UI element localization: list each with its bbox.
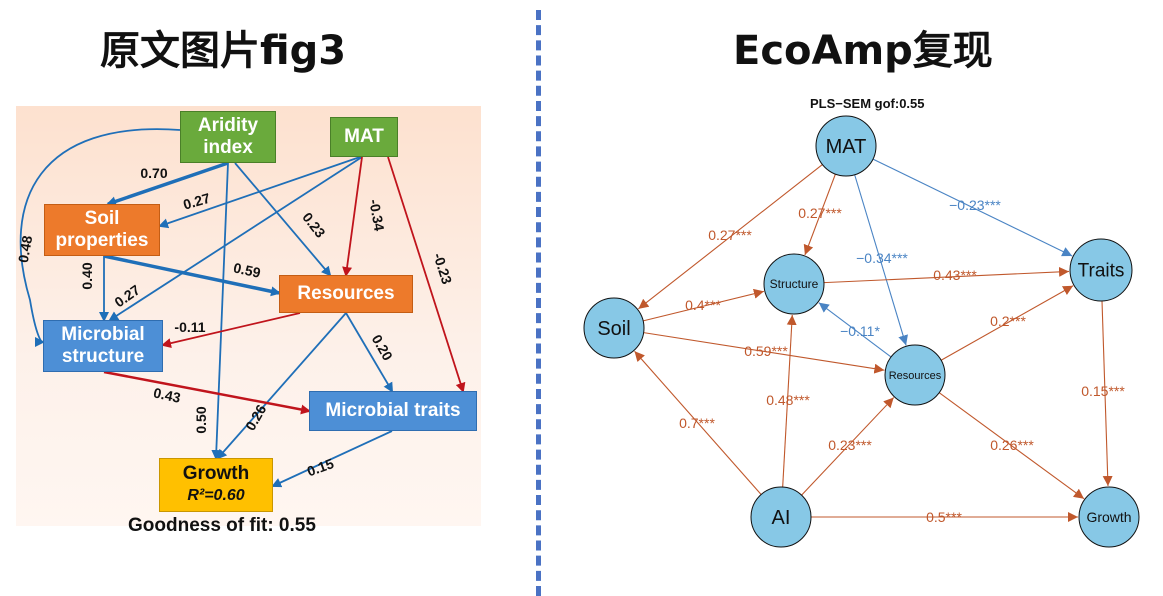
edge-label-mat-resources: -0.34	[366, 198, 387, 232]
node-label-growth: Growth	[1086, 509, 1131, 525]
edge-label-mat-micro_struct: 0.27	[111, 281, 143, 310]
original-figure-edges: 0.70 0.48 0.23 0.50 0.27 0.27 -0.34 -0.23 0.40 0.…	[15, 128, 466, 488]
edge-label-soil-resources: 0.59	[232, 259, 262, 280]
edge-label-traits-growth: 0.15***	[1081, 383, 1125, 399]
node-structure	[763, 253, 825, 315]
edge-label-mat-soil: 0.27***	[708, 227, 752, 243]
edge-micro_traits-growth	[271, 430, 393, 488]
edge-label-aridity-resources: 0.23	[299, 209, 329, 240]
edge-label-ai-structure: 0.48***	[766, 392, 810, 408]
edge-aridity-soil	[106, 161, 229, 207]
edge-label-micro_traits-growth: 0.15	[305, 455, 336, 479]
edge-mat-traits	[872, 158, 1073, 257]
edge-resources-micro_struct	[161, 312, 301, 349]
edge-label-ai-soil: 0.7***	[679, 415, 715, 431]
edge-mat-structure	[803, 173, 836, 256]
node-growth: Growth R²=0.60	[159, 458, 273, 512]
edge-mat-resources	[854, 174, 908, 346]
node-soil	[583, 297, 645, 359]
original-figure-background	[16, 106, 481, 526]
node-label: MAT	[344, 126, 384, 147]
edge-soil-resources	[103, 254, 281, 297]
edge-ai-soil	[634, 350, 762, 495]
node-microbial-traits: Microbial traits	[309, 391, 477, 431]
edge-soil-structure	[643, 288, 765, 322]
node-traits	[1069, 238, 1133, 302]
edge-resources-micro_traits	[345, 312, 394, 393]
node-mat: MAT	[330, 117, 398, 157]
edge-label-soil-resources: 0.59***	[744, 343, 788, 359]
edge-label-resources-growth: 0.26	[242, 402, 270, 434]
edge-mat-resources	[342, 156, 363, 277]
edge-label-soil-micro_struct: 0.40	[79, 262, 95, 289]
pls-sem-title: PLS−SEM gof:0.55	[810, 96, 925, 111]
node-resources: Resources	[279, 275, 413, 313]
edge-label-resources-structure: −0.11*	[840, 323, 880, 339]
edge-aridity-resources	[234, 162, 332, 277]
node-soil-properties: Soil properties	[44, 204, 160, 256]
edge-resources-growth	[938, 392, 1085, 500]
edge-label-resources-micro_struct: -0.11	[174, 319, 205, 335]
edge-label-ai-growth: 0.5***	[926, 509, 962, 525]
edge-structure-traits	[823, 266, 1070, 284]
edge-label-soil-structure: 0.4***	[685, 297, 721, 313]
left-title: 原文图片fig3	[100, 28, 347, 74]
edge-aridity-growth	[211, 162, 229, 460]
node-ai	[750, 486, 812, 548]
edge-label-mat-traits: −0.23***	[949, 197, 1001, 213]
edge-soil-resources	[643, 332, 885, 374]
node-mat	[815, 115, 877, 177]
edge-label-ai-resources: 0.23***	[828, 437, 872, 453]
edge-label-aridity-growth: 0.50	[193, 406, 209, 433]
edge-mat-micro_struct	[108, 156, 363, 322]
node-growth	[1078, 486, 1140, 548]
edge-label-resources-growth: 0.26***	[990, 437, 1034, 453]
node-resources	[884, 344, 946, 406]
node-label-traits: Traits	[1078, 261, 1125, 282]
divider	[536, 10, 541, 596]
goodness-of-fit: Goodness of fit: 0.55	[128, 515, 316, 536]
right-title: EcoAmp复现	[733, 28, 993, 74]
node-label-soil: Soil	[597, 318, 630, 340]
edge-label-mat-soil: 0.27	[181, 190, 212, 213]
edge-label-micro_struct-micro_traits: 0.43	[152, 384, 182, 405]
node-label: Microbial structure	[61, 324, 145, 367]
node-aridity-index: Aridity index	[180, 111, 276, 163]
edge-aridity-micro_struct	[19, 128, 181, 347]
edge-micro_struct-micro_traits	[103, 370, 311, 415]
edge-ai-structure	[782, 314, 797, 488]
edge-mat-micro_traits	[387, 156, 466, 393]
node-label: Soil properties	[55, 208, 149, 251]
edge-label-aridity-soil: 0.70	[140, 165, 167, 181]
node-label: Resources	[297, 283, 395, 304]
edge-resources-structure	[818, 302, 892, 358]
edge-resources-growth	[216, 312, 347, 460]
edge-label-aridity-micro_struct: 0.48	[15, 234, 36, 264]
edge-label-mat-resources: −0.34***	[856, 250, 908, 266]
edge-label-mat-structure: 0.27***	[798, 205, 842, 221]
edge-mat-soil	[638, 164, 823, 310]
edge-traits-growth	[1101, 300, 1113, 487]
edge-label-structure-traits: 0.43***	[933, 267, 977, 283]
node-r2: R²=0.60	[187, 487, 245, 504]
node-label-resources: Resources	[889, 370, 942, 382]
node-label-structure: Structure	[770, 277, 819, 291]
edge-mat-soil	[158, 156, 361, 229]
node-label: Microbial traits	[325, 400, 461, 421]
edge-label-resources-traits: 0.2***	[990, 313, 1026, 329]
edge-label-mat-micro_traits: -0.23	[430, 251, 455, 286]
node-label: Aridity index	[197, 115, 259, 158]
node-label: Growth	[182, 463, 250, 484]
node-microbial-structure: Microbial structure	[43, 320, 163, 372]
edge-resources-traits	[940, 285, 1074, 361]
node-label-mat: MAT	[826, 136, 867, 158]
edge-ai-resources	[801, 397, 895, 496]
node-label-ai: AI	[772, 507, 791, 529]
